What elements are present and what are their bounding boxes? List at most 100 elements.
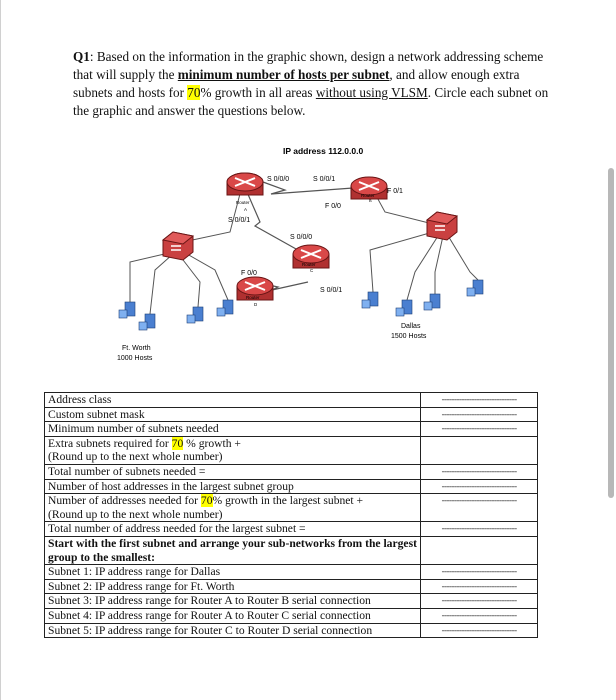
label-line-2: (Round up to the next whole number) xyxy=(48,507,223,521)
switch-dallas[interactable] xyxy=(425,211,459,241)
table-row: Subnet 3: IP address range for Router A … xyxy=(43,593,538,609)
router-c-label: Router xyxy=(302,262,316,267)
answer-cell[interactable]: ------------------------------ xyxy=(420,392,538,408)
question-label: Total number of subnets needed = xyxy=(43,463,422,480)
host-ft-2[interactable] xyxy=(138,313,156,331)
answer-cell[interactable]: ------------------------------ xyxy=(420,607,538,624)
growth-percent-highlight: 70 xyxy=(200,494,213,508)
question-growth-percent: 70 xyxy=(187,85,201,100)
answer-cell[interactable]: ------------------------------ xyxy=(420,463,538,480)
question-text: Q1: Based on the information in the grap… xyxy=(73,48,553,120)
router-b[interactable]: Router B xyxy=(350,176,388,203)
router-b-s001: S 0/0/1 xyxy=(313,176,335,183)
question-label: Start with the first subnet and arrange … xyxy=(43,535,422,566)
router-c[interactable]: Router C xyxy=(292,244,330,273)
table-row: Subnet 4: IP address range for Router A … xyxy=(43,607,538,624)
question-label: Total number of address needed for the l… xyxy=(43,521,422,537)
label-part: Number of addresses needed for xyxy=(48,494,201,508)
answer-cell[interactable]: ------------------------------ xyxy=(420,406,538,423)
answer-cell[interactable]: ------------------------------ xyxy=(420,521,538,537)
question-label: Subnet 1: IP address range for Dallas xyxy=(43,564,422,580)
question-emphasis-1: minimum number of hosts per subnet xyxy=(177,67,390,82)
serial-link-a-c xyxy=(246,191,306,255)
table-row: Extra subnets required for 70 % growth +… xyxy=(43,435,538,465)
table-row: Address class---------------------------… xyxy=(43,392,538,408)
link-sw1-host2 xyxy=(149,253,174,315)
ip-address-label: IP address 112.0.0.0 xyxy=(283,146,363,156)
question-label: Subnet 5: IP address range for Router C … xyxy=(43,622,422,639)
answer-cell[interactable]: ------------------------------ xyxy=(420,493,538,523)
serial-link-a-b xyxy=(262,181,354,195)
answer-blank: ------------------------------ xyxy=(441,523,517,534)
growth-percent-highlight: 70 xyxy=(171,436,184,450)
ftworth-name: Ft. Worth xyxy=(122,345,151,352)
answer-cell[interactable]: ------------------------------ xyxy=(420,578,538,595)
answer-blank: ------------------------------ xyxy=(441,580,517,591)
question-number: Q1 xyxy=(73,49,90,64)
host-ft-4[interactable] xyxy=(216,299,234,317)
answer-blank: ------------------------------ xyxy=(441,609,517,620)
question-part-4: . Circle each subnet on the graphic and … xyxy=(73,85,549,118)
host-da-4[interactable] xyxy=(466,279,484,297)
answer-cell[interactable]: ------------------------------ xyxy=(420,622,538,639)
table-row: Minimum number of subnets needed --------… xyxy=(43,421,538,437)
answer-cell[interactable]: ------------------------------ xyxy=(420,421,538,437)
link-sw2-host2 xyxy=(406,235,439,301)
host-da-3[interactable] xyxy=(423,293,441,311)
router-c-s000: S 0/0/0 xyxy=(290,234,312,241)
question-part-3: % growth in all areas xyxy=(200,85,316,100)
answer-blank: ------------------------------ xyxy=(441,394,517,404)
router-b-label: Router xyxy=(361,193,375,198)
label-part: Extra subnets required for xyxy=(48,436,172,450)
router-d[interactable]: Router D xyxy=(236,276,274,307)
router-a[interactable]: Router A xyxy=(226,172,264,212)
table-row: Total number of subnets needed = --------… xyxy=(43,463,538,480)
network-diagram: IP address 112.0.0.0 Router A S 0/0/0 S … xyxy=(117,146,484,362)
label-part: % growth + xyxy=(183,436,241,450)
host-da-1[interactable] xyxy=(361,291,379,309)
question-label: Subnet 2: IP address range for Ft. Worth xyxy=(43,578,422,595)
question-emphasis-2: without using VLSM xyxy=(315,85,428,100)
answer-cell[interactable] xyxy=(420,435,538,465)
router-a-sub: A xyxy=(244,207,247,212)
answer-blank: ------------------------------ xyxy=(441,480,517,491)
answer-cell[interactable] xyxy=(420,535,538,566)
table-row: Number of addresses needed for 70% growt… xyxy=(43,493,538,523)
table-row: Custom subnet mask ----------------------… xyxy=(43,406,538,423)
label-text: Custom subnet mask xyxy=(48,407,145,421)
router-c-sub: C xyxy=(310,268,314,273)
answer-blank: ------------------------------ xyxy=(441,408,517,419)
host-da-2[interactable] xyxy=(395,299,413,317)
link-sw2-host1 xyxy=(369,231,434,293)
router-c-s001: S 0/0/1 xyxy=(320,287,342,294)
hosts-ftworth xyxy=(118,299,234,331)
label-line-2: (Round up to the next whole number) xyxy=(48,450,223,464)
link-sw1-host3 xyxy=(179,255,201,308)
host-ft-3[interactable] xyxy=(186,306,204,324)
answer-blank: ------------------------------ xyxy=(441,495,517,506)
router-b-sub: B xyxy=(369,198,372,203)
switch-ftworth[interactable] xyxy=(161,231,195,261)
questions-table-body: Address class---------------------------… xyxy=(43,392,538,639)
question-label: Number of addresses needed for 70% growt… xyxy=(43,493,422,523)
link-sw1-host4 xyxy=(186,253,229,301)
question-label: Extra subnets required for 70 % growth +… xyxy=(43,435,422,465)
answer-cell[interactable]: ------------------------------ xyxy=(420,593,538,609)
table-row: Subnet 1: IP address range for Dallas---… xyxy=(43,564,538,580)
router-d-label: Router xyxy=(246,295,260,300)
router-a-s000: S 0/0/0 xyxy=(267,176,289,183)
host-ft-1[interactable] xyxy=(118,301,136,319)
question-label: Subnet 3: IP address range for Router A … xyxy=(43,593,422,609)
answer-blank: ------------------------------ xyxy=(441,465,517,476)
answer-cell[interactable]: ------------------------------ xyxy=(420,478,538,495)
dallas-name: Dallas xyxy=(401,323,421,330)
table-row: Number of host addresses in the largest … xyxy=(43,478,538,495)
answer-blank: ------------------------------ xyxy=(441,595,517,606)
scrollbar[interactable] xyxy=(608,168,614,498)
question-label: Custom subnet mask xyxy=(43,406,422,423)
router-b-f00: F 0/0 xyxy=(325,203,341,210)
label-part: % growth in the largest subnet + xyxy=(212,494,364,508)
label-text: Minimum number of subnets needed xyxy=(48,422,219,436)
link-sw1-host1 xyxy=(129,251,174,302)
answer-cell[interactable]: ------------------------------ xyxy=(420,564,538,580)
